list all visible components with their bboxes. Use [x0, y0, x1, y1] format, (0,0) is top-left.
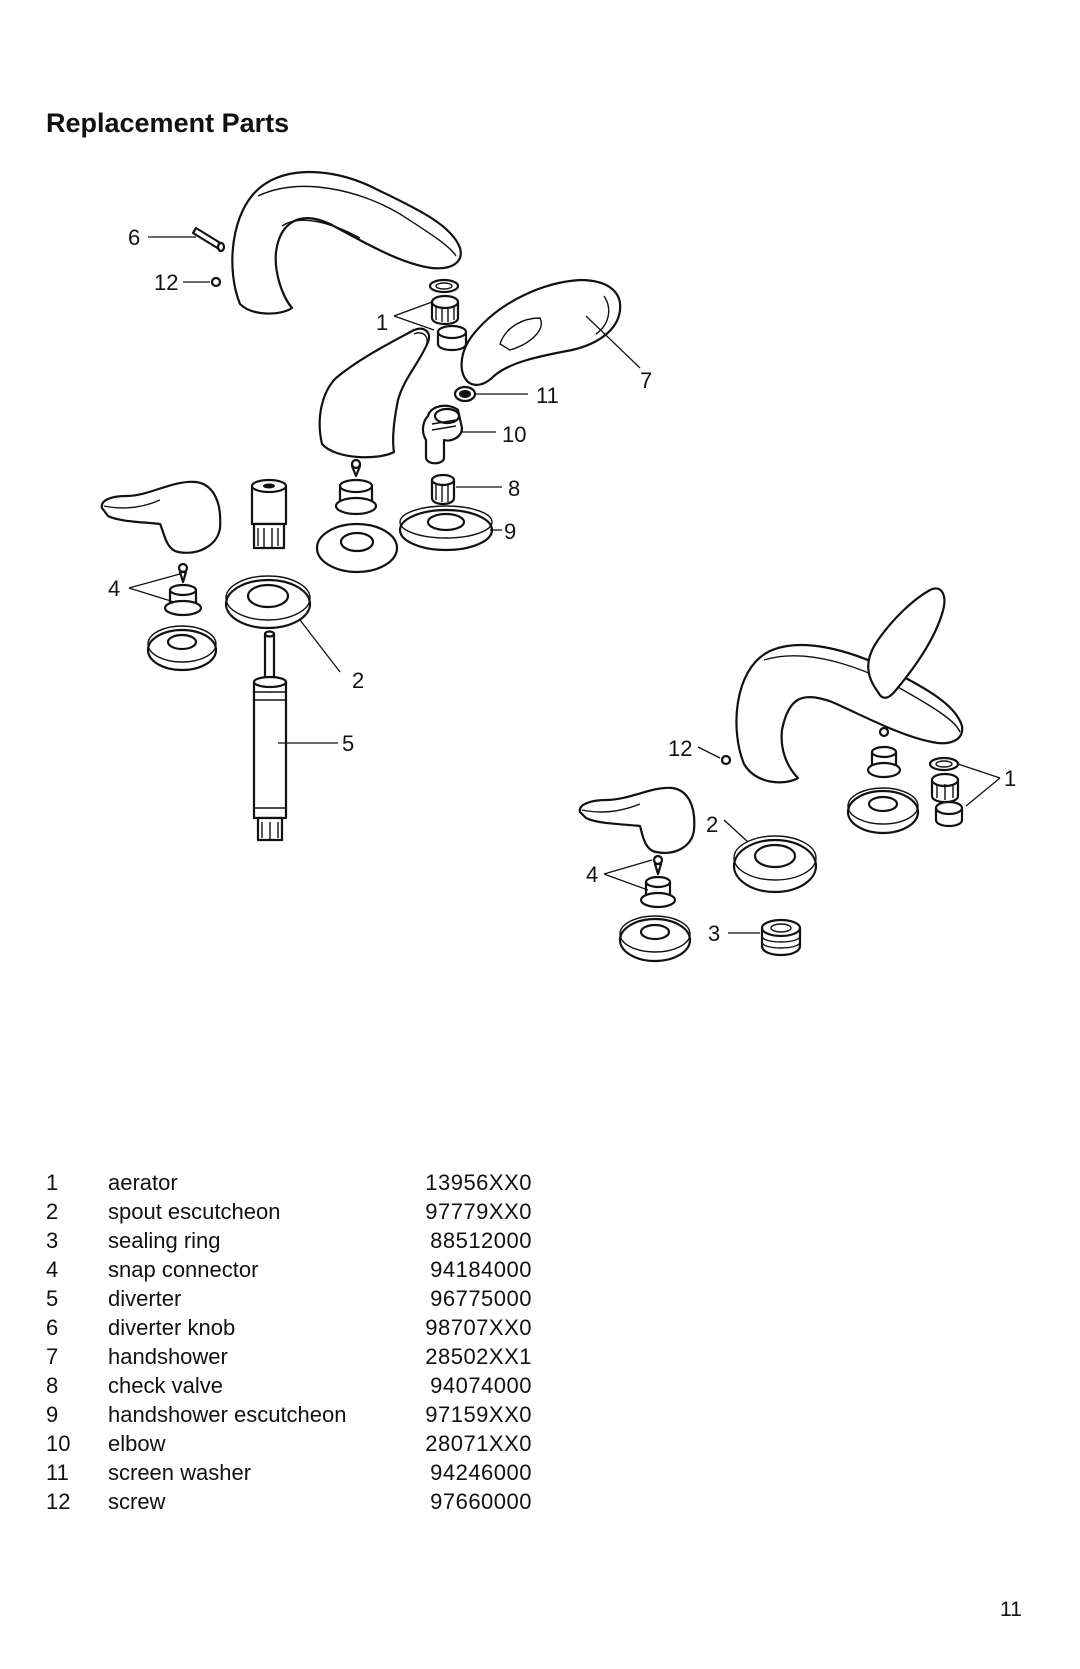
middle-connector-part	[315, 458, 399, 574]
spout-right	[735, 587, 964, 784]
part-number: 11	[46, 1460, 69, 1485]
part-number: 10	[46, 1431, 71, 1456]
part-number: 12	[46, 1489, 71, 1514]
diverter-knob-part	[191, 226, 226, 253]
parts-row: 12 screw 97660000	[46, 1487, 532, 1516]
part-code: 88512000	[430, 1228, 532, 1253]
parts-row: 10 elbow 28071XX0	[46, 1429, 532, 1458]
page-number: 11	[1000, 1598, 1022, 1621]
callout-4-left: 4	[108, 576, 120, 601]
part-code: 94246000	[430, 1460, 532, 1485]
part-code: 97779XX0	[425, 1199, 532, 1224]
callout-3: 3	[708, 921, 720, 946]
part-number: 2	[46, 1199, 59, 1224]
right-connector-part	[846, 726, 920, 835]
callout-2-left: 2	[352, 668, 364, 693]
part-name: diverter	[108, 1286, 182, 1311]
part-name: screw	[108, 1489, 166, 1514]
part-number: 1	[46, 1170, 59, 1195]
diverter-part	[252, 630, 288, 842]
diverter-handle-part	[318, 327, 431, 459]
part-code: 98707XX0	[425, 1315, 532, 1340]
part-name: snap connector	[108, 1257, 259, 1282]
callout-10: 10	[502, 422, 526, 447]
screw-right-part	[720, 754, 732, 766]
parts-row: 11 screen washer 94246000	[46, 1458, 532, 1487]
callout-2-right: 2	[706, 812, 718, 837]
callout-1-left: 1	[376, 310, 388, 335]
part-name: spout escutcheon	[108, 1199, 281, 1224]
callout-11: 11	[536, 383, 559, 408]
exploded-parts-diagram: 6 12 1 7 11 10 8 9 4 2 5 12 1 2 4 3	[100, 170, 1016, 963]
parts-row: 6 diverter knob 98707XX0	[46, 1313, 532, 1342]
page-title: Replacement Parts	[46, 108, 290, 138]
elbow-part	[421, 404, 464, 465]
right-small-escutcheon-part	[618, 915, 692, 963]
part-code: 96775000	[430, 1286, 532, 1311]
part-code: 94184000	[430, 1257, 532, 1282]
part-number: 5	[46, 1286, 59, 1311]
left-handle-part	[100, 480, 222, 554]
callout-1-right: 1	[1004, 766, 1016, 791]
right-handle-part	[578, 786, 696, 854]
parts-row: 7 handshower 28502XX1	[46, 1342, 532, 1371]
parts-list: 1 aerator 13956XX0 2 spout escutcheon 97779XX…	[46, 1168, 532, 1516]
part-number: 4	[46, 1257, 59, 1282]
check-valve-part	[430, 473, 456, 506]
callout-8: 8	[508, 476, 520, 501]
handshower-part	[460, 278, 622, 386]
callout-4-right: 4	[586, 862, 598, 887]
part-name: screen washer	[108, 1460, 252, 1485]
part-code: 94074000	[430, 1373, 532, 1398]
part-name: handshower	[108, 1344, 228, 1369]
parts-row: 5 diverter 96775000	[46, 1284, 532, 1313]
callout-12-left: 12	[154, 270, 178, 295]
parts-row: 1 aerator 13956XX0	[46, 1168, 532, 1197]
callout-6: 6	[128, 225, 140, 250]
screw-part	[210, 276, 222, 288]
part-code: 28071XX0	[425, 1431, 532, 1456]
spout-escutcheon-left-part	[224, 575, 312, 630]
parts-row: 9 handshower escutcheon 97159XX0	[46, 1400, 532, 1429]
right-snap-connector-part	[639, 854, 677, 909]
cartridge-part	[250, 478, 288, 550]
part-number: 9	[46, 1402, 59, 1427]
handshower-escutcheon-part	[398, 505, 494, 552]
parts-row: 3 sealing ring 88512000	[46, 1226, 532, 1255]
part-number: 7	[46, 1344, 59, 1369]
part-number: 3	[46, 1228, 59, 1253]
aerator-right-part	[928, 756, 964, 828]
callout-12-right: 12	[668, 736, 692, 761]
parts-row: 2 spout escutcheon 97779XX0	[46, 1197, 532, 1226]
screen-washer-part	[453, 385, 477, 403]
aerator-part	[428, 278, 468, 352]
part-code: 97159XX0	[425, 1402, 532, 1427]
left-snap-connector-part	[163, 562, 203, 617]
part-name: check valve	[108, 1373, 223, 1398]
part-name: sealing ring	[108, 1228, 221, 1253]
part-number: 8	[46, 1373, 59, 1398]
spout-escutcheon-right-part	[732, 835, 818, 894]
part-name: diverter knob	[108, 1315, 236, 1340]
part-name: elbow	[108, 1431, 166, 1456]
spout-left	[231, 170, 462, 315]
part-code: 28502XX1	[425, 1344, 532, 1369]
callout-7: 7	[640, 368, 652, 393]
leader-lines	[128, 236, 1001, 934]
sealing-ring-part	[760, 918, 802, 957]
part-code: 97660000	[430, 1489, 532, 1514]
left-escutcheon-part	[146, 625, 218, 672]
part-name: handshower escutcheon	[108, 1402, 347, 1427]
callout-5: 5	[342, 731, 354, 756]
parts-row: 4 snap connector 94184000	[46, 1255, 532, 1284]
callout-9: 9	[504, 519, 516, 544]
parts-row: 8 check valve 94074000	[46, 1371, 532, 1400]
part-name: aerator	[108, 1170, 178, 1195]
part-number: 6	[46, 1315, 59, 1340]
part-code: 13956XX0	[425, 1170, 532, 1195]
